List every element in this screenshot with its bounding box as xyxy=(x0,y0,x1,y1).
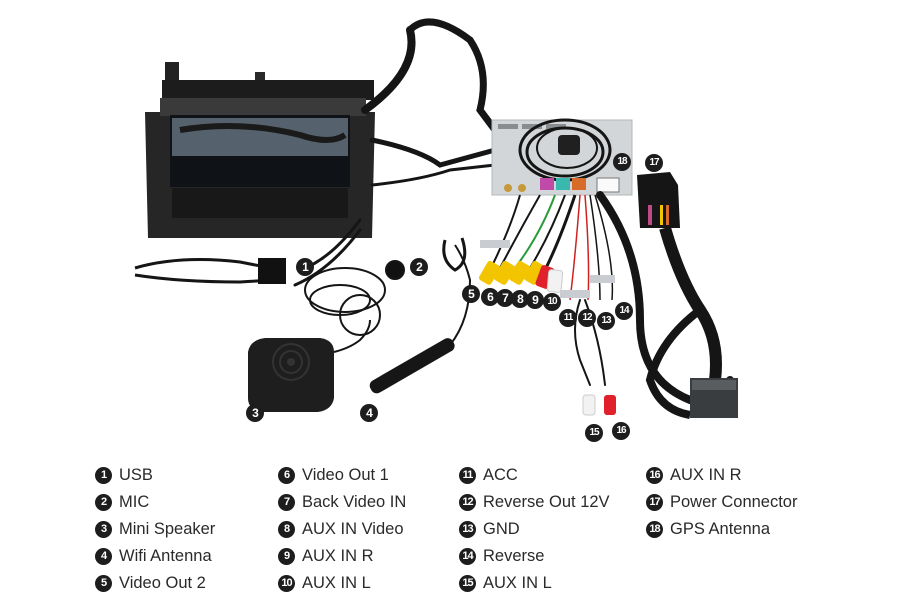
control-box xyxy=(491,118,633,196)
rca-white-15 xyxy=(582,394,596,416)
legend-label: Video Out 1 xyxy=(302,466,389,484)
number-badge: 10 xyxy=(278,575,295,592)
legend-item: 17 Power Connector xyxy=(646,489,797,516)
legend-label: AUX IN L xyxy=(483,574,552,592)
marker-9: 9 xyxy=(526,291,544,309)
number-badge: 15 xyxy=(459,575,476,592)
legend-label: Video Out 2 xyxy=(119,574,206,592)
number-badge: 18 xyxy=(646,521,663,538)
legend-label: Mini Speaker xyxy=(119,520,216,538)
wifi-antenna xyxy=(369,237,472,394)
number-badge: 11 xyxy=(459,467,476,484)
mic-cable xyxy=(304,260,405,336)
legend-label: Power Connector xyxy=(670,493,798,511)
legend-label: Back Video IN xyxy=(302,493,407,511)
legend-label: GND xyxy=(483,520,520,538)
number-badge: 8 xyxy=(278,521,295,538)
marker-3: 3 xyxy=(246,404,264,422)
legend-label: AUX IN L xyxy=(302,574,371,592)
legend-item: 10 AUX IN L xyxy=(278,570,406,597)
legend-label: AUX IN R xyxy=(670,466,742,484)
legend-label: Reverse xyxy=(483,547,545,565)
legend-label: AUX IN R xyxy=(302,547,374,565)
number-badge: 7 xyxy=(278,494,295,511)
rca-red-16 xyxy=(604,395,616,415)
marker-10: 10 xyxy=(543,293,561,311)
number-badge: 14 xyxy=(459,548,476,565)
rca-harness xyxy=(479,194,615,301)
marker-7: 7 xyxy=(496,289,514,307)
legend-item: 8 AUX IN Video xyxy=(278,516,406,543)
legend-label: USB xyxy=(119,466,153,484)
legend-column-3: 11 ACC 12 Reverse Out 12V 13 GND 14 Reverse … xyxy=(459,462,610,597)
legend-item: 4 Wifi Antenna xyxy=(95,543,215,570)
legend-column-4: 16 AUX IN R 17 Power Connector 18 GPS Anten… xyxy=(646,462,797,543)
legend-label: MIC xyxy=(119,493,150,511)
number-badge: 9 xyxy=(278,548,295,565)
number-badge: 5 xyxy=(95,575,112,592)
number-badge: 4 xyxy=(95,548,112,565)
number-badge: 1 xyxy=(95,467,112,484)
legend-item: 12 Reverse Out 12V xyxy=(459,489,610,516)
marker-11: 11 xyxy=(559,309,577,327)
legend-item: 7 Back Video IN xyxy=(278,489,406,516)
legend-item: 11 ACC xyxy=(459,462,610,489)
number-badge: 13 xyxy=(459,521,476,538)
usb-cable xyxy=(134,258,286,284)
legend-item: 6 Video Out 1 xyxy=(278,462,406,489)
marker-8: 8 xyxy=(511,290,529,308)
marker-1: 1 xyxy=(296,258,314,276)
number-badge: 17 xyxy=(646,494,663,511)
display-unit xyxy=(145,62,375,238)
legend-item: 15 AUX IN L xyxy=(459,570,610,597)
legend-label: ACC xyxy=(483,466,518,484)
number-badge: 3 xyxy=(95,521,112,538)
legend-label: GPS Antenna xyxy=(670,520,770,538)
power-connector xyxy=(637,172,738,419)
legend-item: 1 USB xyxy=(95,462,215,489)
legend-label: Reverse Out 12V xyxy=(483,493,610,511)
marker-5: 5 xyxy=(462,285,480,303)
marker-14: 14 xyxy=(615,302,633,320)
legend-item: 5 Video Out 2 xyxy=(95,570,215,597)
marker-2: 2 xyxy=(410,258,428,276)
legend-item: 16 AUX IN R xyxy=(646,462,797,489)
number-badge: 12 xyxy=(459,494,476,511)
marker-15: 15 xyxy=(585,424,603,442)
legend-item: 9 AUX IN R xyxy=(278,543,406,570)
marker-12: 12 xyxy=(578,309,596,327)
marker-6: 6 xyxy=(481,288,499,306)
marker-18: 18 xyxy=(613,153,631,171)
marker-16: 16 xyxy=(612,422,630,440)
number-badge: 6 xyxy=(278,467,295,484)
legend-item: 2 MIC xyxy=(95,489,215,516)
legend-item: 13 GND xyxy=(459,516,610,543)
marker-13: 13 xyxy=(597,312,615,330)
marker-17: 17 xyxy=(645,154,663,172)
legend-column-2: 6 Video Out 1 7 Back Video IN 8 AUX IN Vide… xyxy=(278,462,406,597)
legend-item: 14 Reverse xyxy=(459,543,610,570)
number-badge: 16 xyxy=(646,467,663,484)
legend-label: Wifi Antenna xyxy=(119,547,212,565)
legend-item: 18 GPS Antenna xyxy=(646,516,797,543)
legend-label: AUX IN Video xyxy=(302,520,404,538)
marker-4: 4 xyxy=(360,404,378,422)
legend-item: 3 Mini Speaker xyxy=(95,516,215,543)
number-badge: 2 xyxy=(95,494,112,511)
product-photo xyxy=(134,18,738,419)
mini-speaker xyxy=(248,319,371,412)
